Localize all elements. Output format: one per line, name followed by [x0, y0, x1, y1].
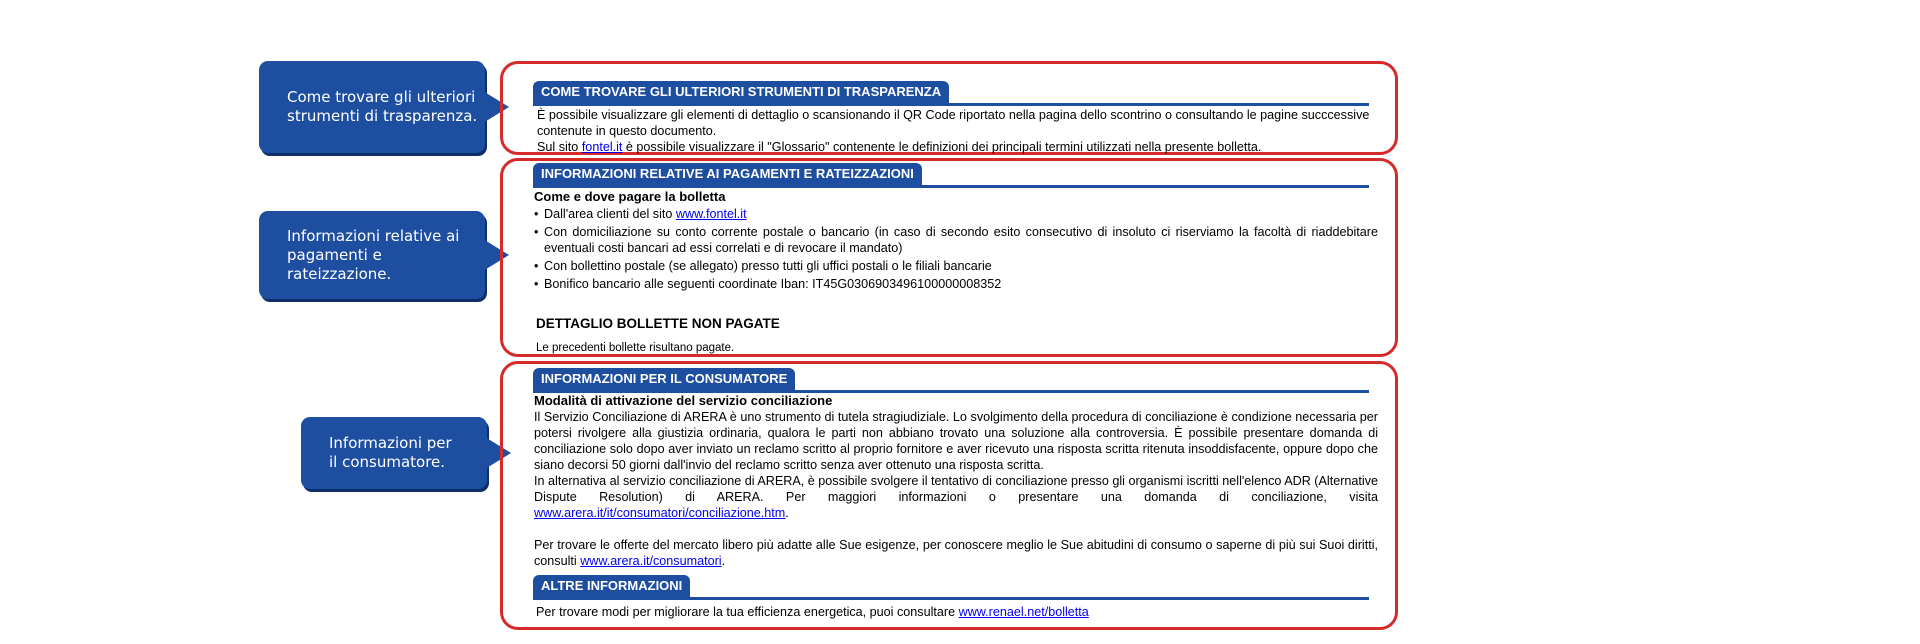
arera-conciliazione-link[interactable]: www.arera.it/it/consumatori/conciliazion…	[534, 506, 786, 520]
callout-line: Come trovare gli ulteriori	[287, 88, 476, 106]
payments-bullets: Dall'area clienti del sito www.fontel.it…	[534, 206, 1378, 294]
section-consumer: INFORMAZIONI PER IL CONSUMATORE Modalità…	[500, 361, 1398, 630]
unpaid-text: Le precedenti bollette risultano pagate.	[536, 342, 735, 354]
text-span: è possibile visualizzare il "Glossario" …	[622, 140, 1262, 154]
callout-consumer: Informazioni per il consumatore.	[301, 417, 511, 489]
section-title: INFORMAZIONI PER IL CONSUMATORE	[533, 368, 796, 390]
bullet-list: Dall'area clienti del sito www.fontel.it…	[534, 206, 1378, 292]
section-header: COME TROVARE GLI ULTERIORI STRUMENTI DI …	[533, 81, 1369, 106]
callout-line: pagamenti e rateizzazione.	[287, 245, 392, 283]
text-span: .	[721, 554, 726, 568]
fontel-link[interactable]: fontel.it	[581, 140, 623, 154]
text-span: Per trovare modi per migliorare la tua e…	[536, 605, 959, 619]
transparency-text: È possibile visualizzare gli elementi di…	[537, 107, 1375, 155]
consumer-para3: Per trovare le offerte del mercato liber…	[534, 537, 1378, 569]
consumer-subtitle: Modalità di attivazione del servizio con…	[534, 393, 833, 408]
bullet-item: Con domiciliazione su conto corrente pos…	[534, 224, 1378, 256]
callout-payments: Informazioni relative ai pagamenti e rat…	[259, 211, 509, 299]
bullet-item: Dall'area clienti del sito www.fontel.it	[534, 206, 1378, 222]
bullet-item: Bonifico bancario alle seguenti coordina…	[534, 276, 1378, 292]
unpaid-title: DETTAGLIO BOLLETTE NON PAGATE	[536, 316, 780, 331]
bullet-item: Con bollettino postale (se allegato) pre…	[534, 258, 1378, 274]
callout-line: Informazioni relative ai	[287, 226, 460, 245]
section-title: ALTRE INFORMAZIONI	[533, 575, 691, 597]
text-span: .	[785, 506, 789, 520]
other-text: Per trovare modi per migliorare la tua e…	[536, 604, 1089, 620]
consumer-para2: In alternativa al servizio conciliazione…	[534, 473, 1378, 521]
callout-line: strumenti di trasparenza.	[287, 107, 478, 125]
section-header-other: ALTRE INFORMAZIONI	[533, 575, 1369, 600]
section-transparency: COME TROVARE GLI ULTERIORI STRUMENTI DI …	[500, 61, 1398, 155]
section-title: COME TROVARE GLI ULTERIORI STRUMENTI DI …	[533, 81, 950, 103]
consumer-para1: Il Servizio Conciliazione di ARERA è uno…	[534, 410, 1378, 472]
section-header: INFORMAZIONI PER IL CONSUMATORE	[533, 368, 1369, 393]
transparency-para2: Sul sito fontel.it è possibile visualizz…	[537, 139, 1375, 155]
transparency-para1: È possibile visualizzare gli elementi di…	[537, 108, 1370, 138]
section-title: INFORMAZIONI RELATIVE AI PAGAMENTI E RAT…	[533, 163, 922, 185]
payments-subtitle: Come e dove pagare la bolletta	[534, 189, 726, 204]
text-span: Sul sito	[537, 140, 582, 154]
callout-line: Informazioni per	[329, 434, 452, 452]
text-span: Dall'area clienti del sito	[544, 207, 676, 221]
callout-transparency: Come trovare gli ulteriori strumenti di …	[259, 61, 509, 153]
arera-consumatori-link[interactable]: www.arera.it/consumatori	[580, 554, 722, 568]
fontel-www-link[interactable]: www.fontel.it	[675, 207, 747, 221]
section-payments: INFORMAZIONI RELATIVE AI PAGAMENTI E RAT…	[500, 158, 1398, 357]
text-span: Per trovare le offerte del mercato liber…	[534, 538, 1378, 568]
text-span: In alternativa al servizio conciliazione…	[534, 474, 1378, 504]
consumer-text: Il Servizio Conciliazione di ARERA è uno…	[534, 409, 1378, 569]
renael-link[interactable]: www.renael.net/bolletta	[958, 605, 1089, 619]
callout-line: il consumatore.	[329, 453, 446, 471]
section-header: INFORMAZIONI RELATIVE AI PAGAMENTI E RAT…	[533, 163, 1369, 188]
spacer	[534, 521, 1378, 537]
